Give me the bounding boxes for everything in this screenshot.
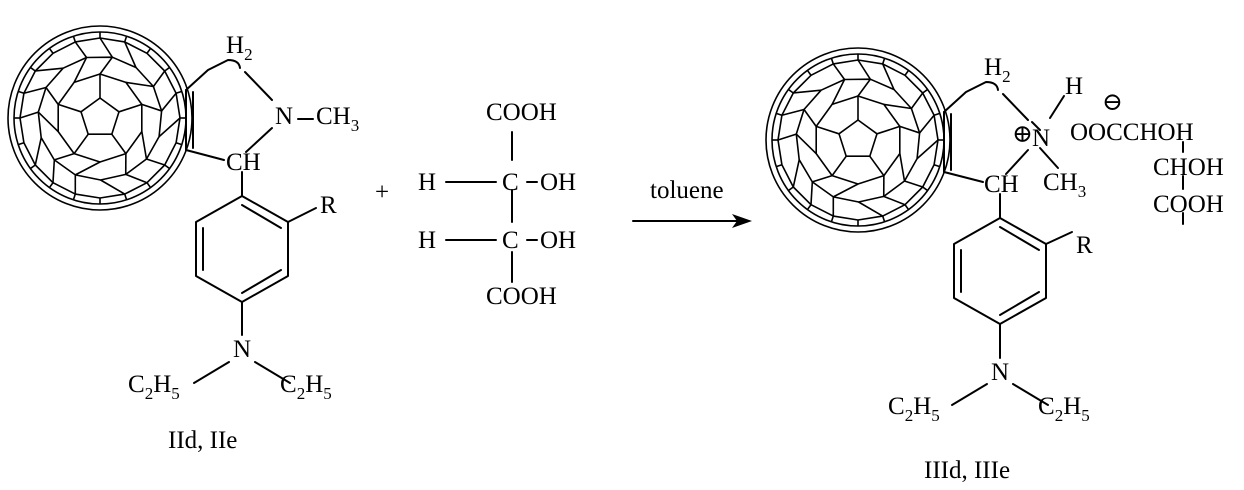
- anion-charge-icon: ⊖: [1102, 89, 1123, 116]
- tartaric-h-2: H: [418, 227, 436, 254]
- solvent-label: toluene: [650, 177, 724, 204]
- reactant-amine-n-label: N: [233, 336, 251, 363]
- tartaric-c-1: C: [502, 169, 519, 196]
- benzene-ring-right: [951, 217, 1073, 406]
- product-molecule: H2 N H CH3 CH ⊕ ⊖ OOCCHOH CHOH COOH R N …: [765, 47, 1224, 484]
- reactant-ethyl-right-label: C2H5: [280, 371, 332, 403]
- reaction-arrow: toluene: [632, 177, 752, 228]
- product-ch-label: CH: [984, 171, 1019, 198]
- pyrrolidine-bonds-right: [943, 81, 1065, 219]
- product-ethyl-left-label: C2H5: [888, 393, 940, 425]
- arrowhead-icon: [732, 214, 752, 228]
- product-h-label: H: [1065, 73, 1083, 100]
- reactant-r-label: R: [320, 192, 337, 219]
- product-ethyl-right-label: C2H5: [1038, 393, 1090, 425]
- tartaric-c-2: C: [502, 227, 519, 254]
- anion-line-2: CHOH: [1153, 154, 1224, 181]
- reactant-methyl-label: CH3: [316, 103, 359, 135]
- tartaric-cooh-bottom: COOH: [486, 283, 557, 310]
- tartaric-h-1: H: [418, 169, 436, 196]
- product-ch2-label: H2: [984, 54, 1011, 86]
- plus-sign: +: [375, 179, 389, 206]
- pyrrolidine-bonds-left: [185, 59, 314, 197]
- fullerene-cage-right: [765, 47, 951, 233]
- reactant-n-label: N: [275, 103, 293, 130]
- product-n-label: N: [1032, 125, 1050, 152]
- reactant-ch2-label: H2: [226, 32, 253, 64]
- reactant-compound-label: IId, IIe: [168, 427, 237, 454]
- product-amine-n-label: N: [991, 359, 1009, 386]
- product-methyl-label: CH3: [1043, 169, 1086, 201]
- cation-charge-icon: ⊕: [1012, 121, 1033, 148]
- tartaric-cooh-top: COOH: [486, 99, 557, 126]
- anion-line-1: OOCCHOH: [1070, 119, 1194, 146]
- anion-line-3: COOH: [1153, 191, 1224, 218]
- benzene-ring-left: [193, 195, 317, 384]
- fullerene-cage-left: [7, 25, 193, 211]
- reactant-ch-label: CH: [226, 149, 261, 176]
- reactant-ethyl-left-label: C2H5: [128, 371, 180, 403]
- product-compound-label: IIId, IIIe: [924, 457, 1010, 484]
- tartaric-oh-2: OH: [540, 227, 576, 254]
- product-r-label: R: [1076, 232, 1093, 259]
- reactant-molecule: H2 N CH3 CH R N C2H5 C2H5 IId, IIe: [7, 25, 359, 454]
- tartaric-oh-1: OH: [540, 169, 576, 196]
- tartaric-acid: COOH H C OH H C OH COOH: [418, 99, 576, 310]
